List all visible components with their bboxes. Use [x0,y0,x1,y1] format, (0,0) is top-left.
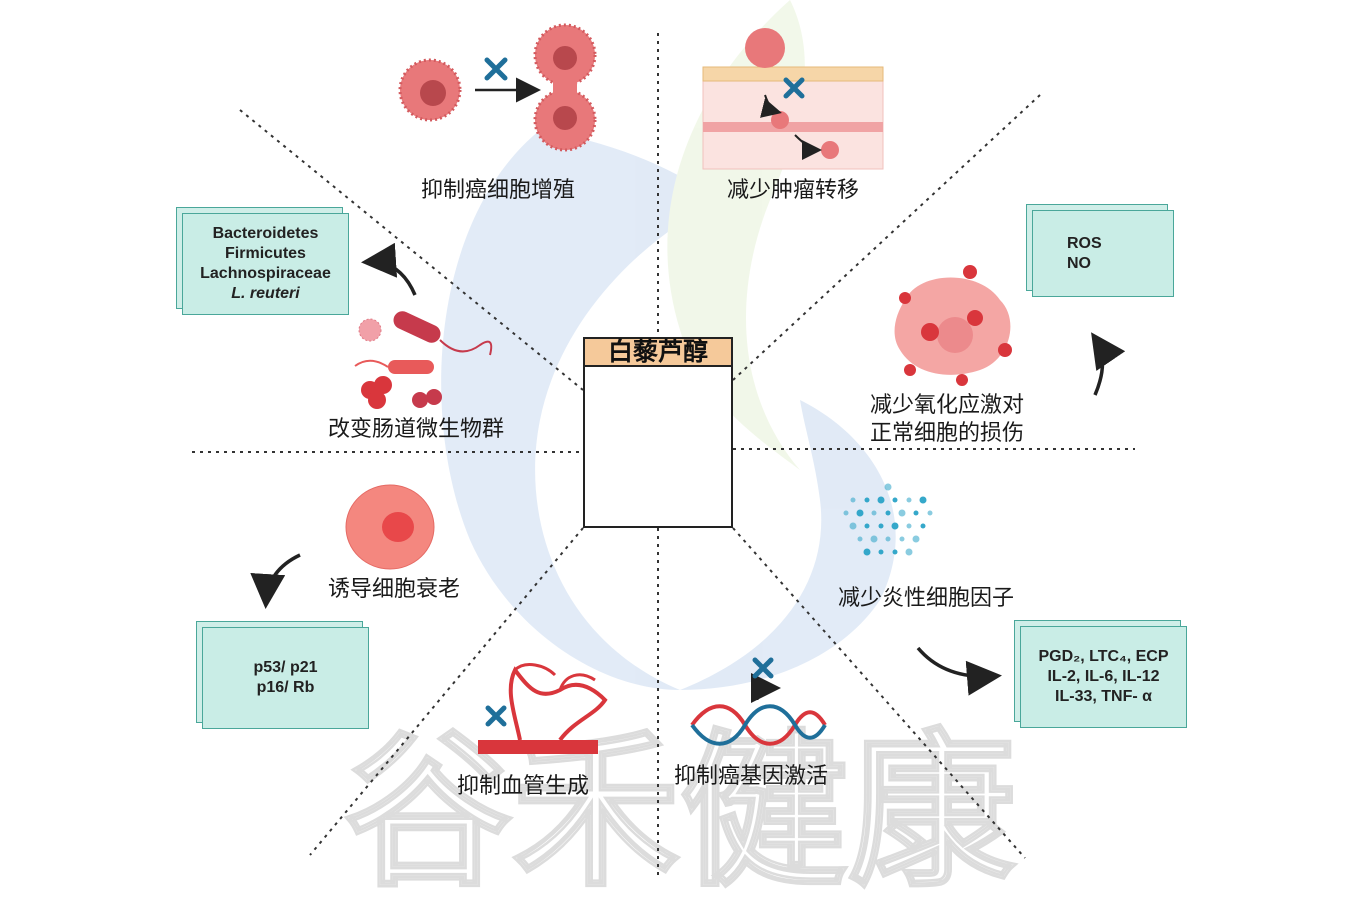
box-line: p53/ p21 [253,659,318,676]
box-line: IL-33, TNF- α [1055,688,1152,705]
cytokine-dot [870,535,878,543]
oxidative-stress-cell-illustration [894,265,1012,386]
blood-vessel-illustration [478,663,608,754]
box-line: PGD₂, LTC₄, ECP [1038,648,1169,665]
label-metastasis: 减少肿瘤转移 [727,178,860,203]
box-line: L. reuteri [231,285,300,302]
curved-arrow-icon [250,553,301,609]
senescent-cell-illustration [345,484,435,570]
cytokine-dot [927,510,933,516]
cytokine-dots-illustration [843,483,933,556]
cytokine-dot [899,536,905,542]
cytokine-dot [878,523,884,529]
cytokine-dot [919,496,927,504]
label-gene: 抑制癌基因激活 [674,764,829,789]
label-oxidative-1: 减少氧化应激对 [870,393,1025,418]
curved-arrow-icon [361,242,417,296]
cytokine-dot [850,497,856,503]
cytokine-dot [905,548,913,556]
center-title: 白藜芦醇 [583,337,733,367]
cytokine-dot [878,549,884,555]
label-proliferation: 抑制癌细胞增殖 [421,178,576,203]
cytokine-dot [906,523,912,529]
inhibit-x-icon [485,705,507,727]
cytokine-dot [864,497,870,503]
cytokine-dot [863,548,871,556]
dividing-cell-illustration [398,23,597,152]
label-inflammatory: 减少炎性细胞因子 [838,586,1015,611]
watermark-text: 谷禾健康 [344,718,1016,906]
cytokine-dot [891,522,899,530]
cytokine-dot [864,523,870,529]
cytokine-dot [877,496,885,504]
box-senescence: p53/ p21 p16/ Rb [196,621,369,729]
cytokine-dot [884,483,892,491]
cytokine-dot [871,510,877,516]
cytokine-dot [885,510,891,516]
cytokine-dot [857,536,863,542]
curved-arrow-icon [1091,332,1126,396]
inhibit-x-icon [783,77,805,99]
cytokine-dot [912,535,920,543]
box-microbiota: Bacteroidetes Firmicutes Lachnospiraceae… [176,207,349,315]
box-ros: ROS NO [1026,204,1174,297]
box-line: ROS [1067,234,1102,252]
box-cytokines: PGD₂, LTC₄, ECP IL-2, IL-6, IL-12 IL-33,… [1014,620,1187,728]
cytokine-dot [892,549,898,555]
cytokine-dot [898,509,906,517]
cytokine-dot [913,510,919,516]
cytokine-dot [849,522,857,530]
label-angiogenesis: 抑制血管生成 [457,774,590,799]
cytokine-dot [906,497,912,503]
cytokine-dot [856,509,864,517]
cytokine-dot [885,536,891,542]
label-senescence: 诱导细胞衰老 [328,577,461,602]
inhibit-x-icon [752,657,774,679]
center-structure-frame [583,365,733,528]
box-line: Lachnospiraceae [200,265,331,282]
cytokine-dot [892,497,898,503]
label-oxidative-2: 正常细胞的损伤 [870,421,1025,446]
cytokine-dot [920,523,926,529]
inhibit-x-icon [484,57,508,81]
box-line: p16/ Rb [256,679,315,696]
box-line: Firmicutes [225,245,306,262]
cytokine-dot [843,510,849,516]
bacteria-illustration [354,311,493,409]
box-line: NO [1067,254,1091,272]
dna-illustration [690,673,827,746]
label-microbiota: 改变肠道微生物群 [328,417,505,442]
box-line: IL-2, IL-6, IL-12 [1047,668,1160,685]
divider-lines [192,33,1135,880]
box-line: Bacteroidetes [212,225,319,242]
curved-arrow-icon [916,646,1002,696]
